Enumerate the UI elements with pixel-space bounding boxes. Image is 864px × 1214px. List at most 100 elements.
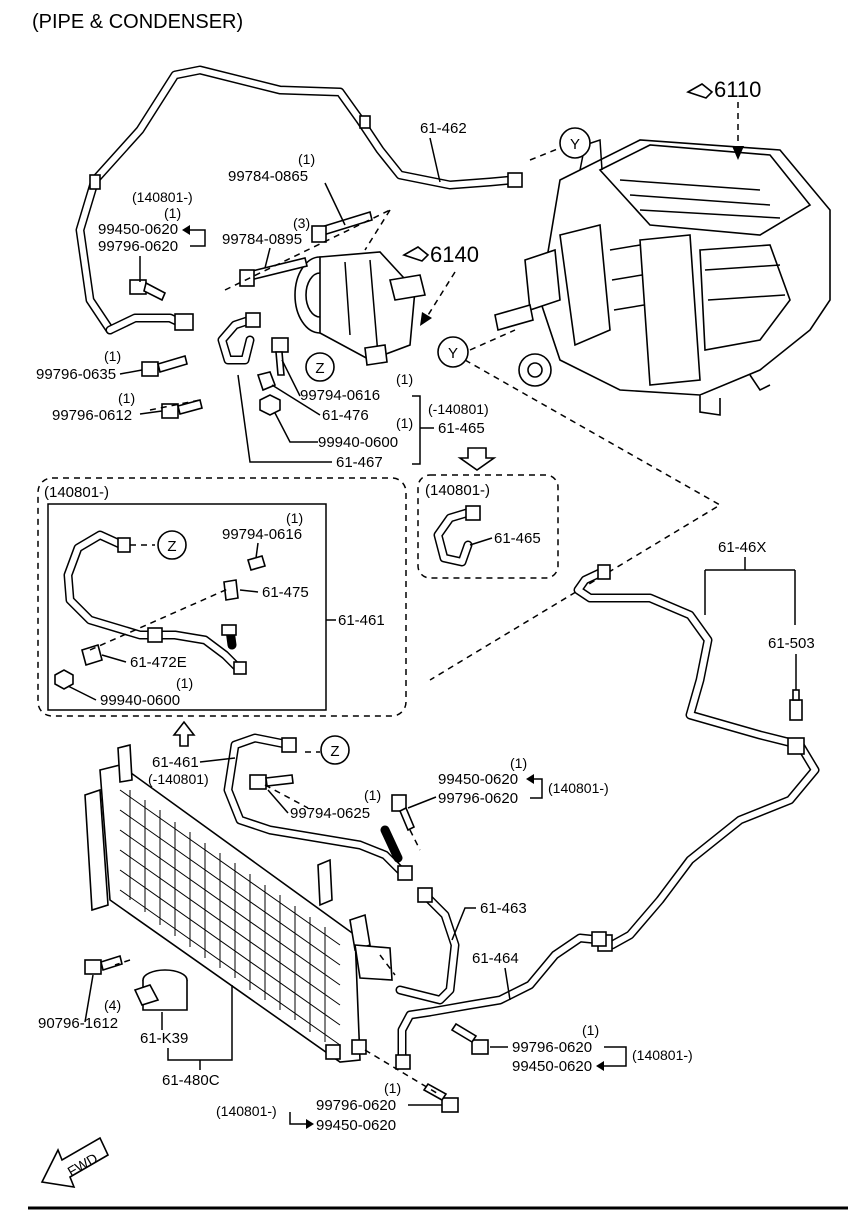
bolt-99796-0620a xyxy=(129,279,167,302)
label-99450-0620-right: 99450-0620 xyxy=(512,1058,592,1075)
condenser-core xyxy=(119,789,341,1046)
label-61-465-box: 61-465 xyxy=(494,530,541,547)
svg-text:(-140801): (-140801) xyxy=(148,771,209,787)
svg-text:6140: 6140 xyxy=(430,242,479,267)
label-99450-0620-lower: 99450-0620 xyxy=(438,771,518,788)
svg-text:(140801-): (140801-) xyxy=(216,1103,277,1119)
label-61-46x: 61-46X xyxy=(718,539,766,556)
svg-text:(140801-): (140801-) xyxy=(44,484,109,501)
label-99796-0635: 99796-0635 xyxy=(36,366,116,383)
label-99796-0620-bottom: 99796-0620 xyxy=(316,1097,396,1114)
svg-text:Z: Z xyxy=(330,743,339,760)
bolt-99794-0616a xyxy=(271,337,289,376)
down-arrow-icon xyxy=(457,447,497,471)
svg-text:(4): (4) xyxy=(104,997,121,1013)
pipe-61-464 xyxy=(395,931,607,1070)
label-61-462: 61-462 xyxy=(420,120,467,137)
bolt-99796-0612 xyxy=(161,399,203,419)
bolt-99784-0895 xyxy=(239,257,308,287)
label-99794-0616-box: 99794-0616 xyxy=(222,526,302,543)
label-61-475: 61-475 xyxy=(262,584,309,601)
ref-6140: 6140 xyxy=(402,242,479,326)
svg-text:(-140801): (-140801) xyxy=(428,401,489,417)
svg-text:(1): (1) xyxy=(286,510,303,526)
bolt-99450-0620b xyxy=(391,794,416,832)
label-61-472e: 61-472E xyxy=(130,654,187,671)
bolt-99796-0620d xyxy=(422,1082,459,1113)
pipe-61-46x xyxy=(573,564,820,952)
label-99450-0620-bottom: 99450-0620 xyxy=(316,1117,396,1134)
callout-y-1: Y xyxy=(559,127,591,159)
label-99784-0895: 99784-0895 xyxy=(222,231,302,248)
callout-z-2 xyxy=(157,530,187,560)
label-99796-0620-lower: 99796-0620 xyxy=(438,790,518,807)
label-61-k39: 61-K39 xyxy=(140,1030,188,1047)
pipe-61-463 xyxy=(395,887,460,1005)
label-61-503: 61-503 xyxy=(768,635,815,652)
label-61-465: 61-465 xyxy=(438,420,485,437)
ref-6110: 6110 xyxy=(686,77,761,160)
svg-text:Y: Y xyxy=(570,136,580,153)
callout-z-1: Z xyxy=(305,352,335,382)
svg-text:(140801-): (140801-) xyxy=(548,780,609,796)
svg-text:(1): (1) xyxy=(104,348,121,364)
svg-text:(140801-): (140801-) xyxy=(425,482,490,499)
fitting-61-476 xyxy=(256,371,277,392)
condenser-drawing xyxy=(84,743,393,1063)
diagram-title: (PIPE & CONDENSER) xyxy=(32,11,243,33)
svg-text:(1): (1) xyxy=(510,755,527,771)
bolt-99784-0865 xyxy=(311,210,373,243)
svg-text:(1): (1) xyxy=(384,1080,401,1096)
pipe-61-462 xyxy=(75,65,523,335)
label-61-461: 61-461 xyxy=(338,612,385,629)
hvac-unit-drawing xyxy=(494,138,831,416)
up-arrow-icon xyxy=(172,720,196,747)
variant-box-140801: (140801-) Z (1) 99794-0616 61-475 61-461… xyxy=(37,477,407,717)
svg-text:Z: Z xyxy=(167,538,176,555)
pointing-hand-icon xyxy=(686,83,714,99)
label-99450-0620: 99450-0620 xyxy=(98,221,178,238)
svg-text:(1): (1) xyxy=(396,371,413,387)
label-99940-0600: 99940-0600 xyxy=(318,434,398,451)
svg-text:(1): (1) xyxy=(176,675,193,691)
svg-text:Y: Y xyxy=(448,345,458,362)
bolt-90796-1612 xyxy=(84,954,123,975)
svg-text:(3): (3) xyxy=(293,215,310,231)
bolt-99794-0625 xyxy=(249,774,294,790)
switch-61-503 xyxy=(789,689,803,721)
compressor-drawing xyxy=(294,251,426,366)
label-90796-1612: 90796-1612 xyxy=(38,1015,118,1032)
label-99784-0865: 99784-0865 xyxy=(228,168,308,185)
nut-99940-0600a xyxy=(259,394,281,416)
label-61-480c: 61-480C xyxy=(162,1072,220,1089)
svg-text:(1): (1) xyxy=(364,787,381,803)
svg-text:Z: Z xyxy=(315,360,324,377)
label-61-467: 61-467 xyxy=(336,454,383,471)
bolt-99796-0635 xyxy=(141,354,188,377)
label-61-463: 61-463 xyxy=(480,900,527,917)
label-61-464: 61-464 xyxy=(472,950,519,967)
svg-text:(140801-): (140801-) xyxy=(632,1047,693,1063)
fwd-arrow-icon: FWD xyxy=(40,1136,110,1189)
receiver-drier-61-k39 xyxy=(133,969,188,1011)
svg-text:(1): (1) xyxy=(582,1022,599,1038)
label-99796-0620: 99796-0620 xyxy=(98,238,178,255)
label-99796-0620-right: 99796-0620 xyxy=(512,1039,592,1056)
variant-box-61-465: (140801-) 61-465 xyxy=(417,474,559,579)
svg-text:(1): (1) xyxy=(396,415,413,431)
callout-z-3 xyxy=(320,735,350,765)
pipe-61-467 xyxy=(217,312,261,365)
label-99794-0616: 99794-0616 xyxy=(300,387,380,404)
label-99794-0625: 99794-0625 xyxy=(290,805,370,822)
svg-text:(140801-): (140801-) xyxy=(132,189,193,205)
svg-text:(1): (1) xyxy=(164,205,181,221)
svg-text:6110: 6110 xyxy=(714,77,761,102)
callout-y-2: Y xyxy=(437,336,469,368)
bolt-99796-0620c xyxy=(450,1022,489,1055)
svg-text:(1): (1) xyxy=(298,151,315,167)
label-99796-0612: 99796-0612 xyxy=(52,407,132,424)
label-61-461-lower: 61-461 xyxy=(152,754,199,771)
svg-text:(1): (1) xyxy=(118,390,135,406)
label-61-476: 61-476 xyxy=(322,407,369,424)
